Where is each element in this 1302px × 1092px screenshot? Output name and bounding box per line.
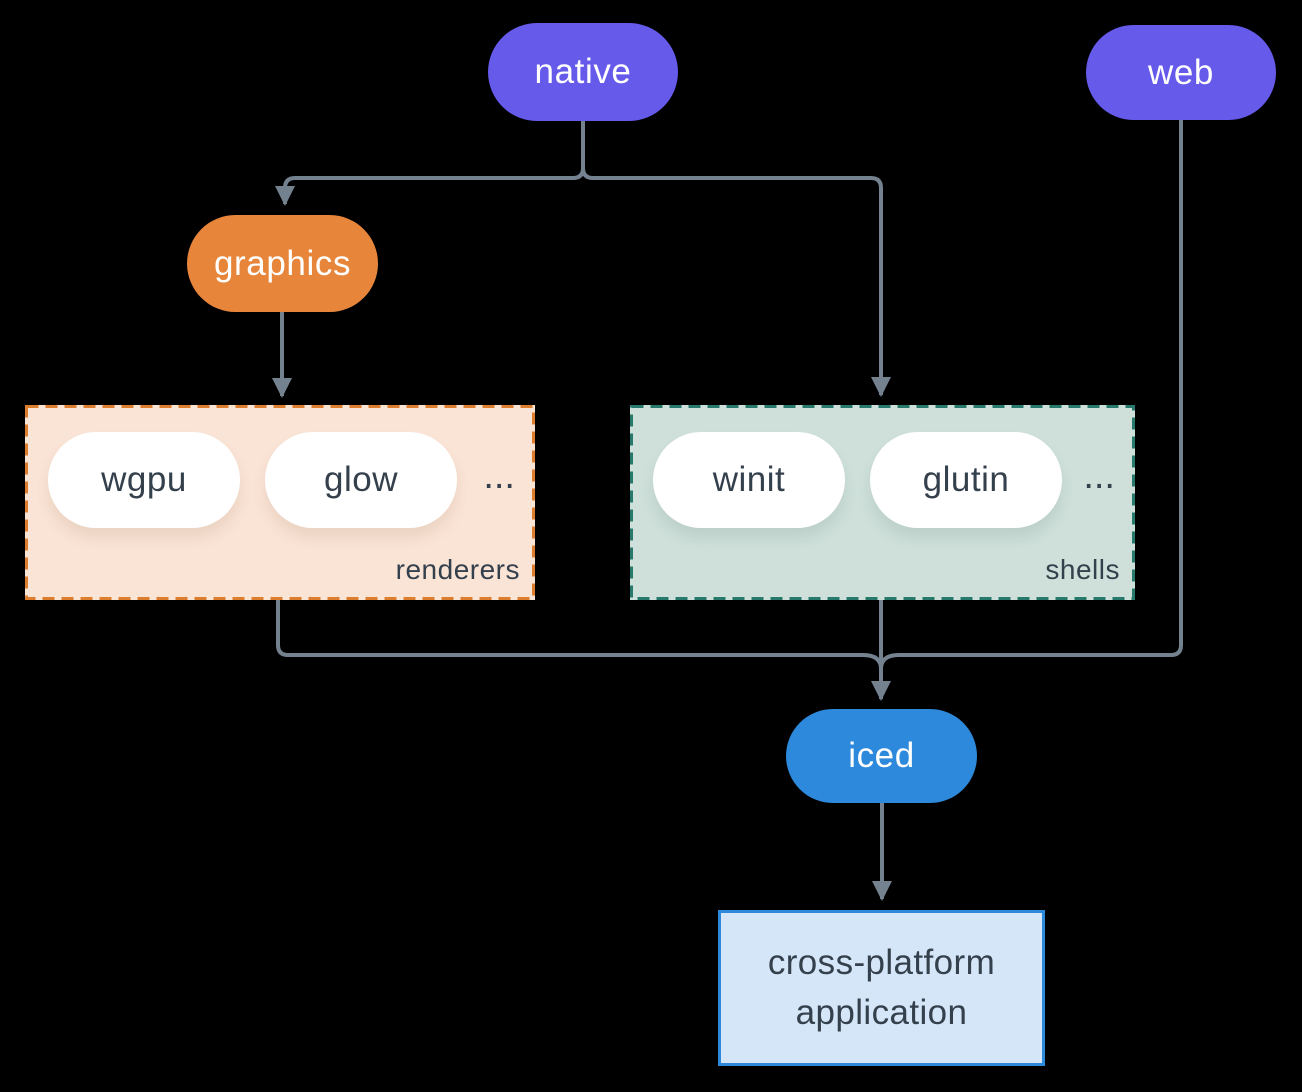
shells-ellipsis: ... [1083, 455, 1115, 497]
node-native: native [488, 23, 678, 121]
node-glutin-label: glutin [922, 460, 1010, 499]
node-glow-label: glow [324, 460, 398, 499]
renderers-dashed-border [25, 405, 535, 600]
node-iced: iced [786, 709, 977, 803]
edge-native-to-shells [581, 121, 891, 397]
node-web: web [1086, 25, 1276, 120]
node-winit-label: winit [712, 460, 786, 499]
node-application-label: cross-platform application [767, 943, 996, 1032]
node-glow: glow [265, 432, 457, 528]
shells-dashed-border [630, 405, 1135, 600]
shells-group-label: shells [1045, 554, 1120, 585]
edge-renderers-to-merge [276, 600, 883, 670]
group-shells: winit glutin ... shells [630, 405, 1135, 600]
renderers-ellipsis: ... [483, 455, 515, 497]
node-wgpu: wgpu [48, 432, 240, 528]
node-winit: winit [653, 432, 845, 528]
node-web-label: web [1147, 52, 1214, 92]
node-graphics-label: graphics [213, 243, 352, 283]
renderers-group-label: renderers [395, 554, 520, 585]
node-iced-label: iced [848, 736, 915, 775]
node-glutin: glutin [870, 432, 1062, 528]
group-renderers: wgpu glow ... renderers [25, 405, 535, 600]
node-native-label: native [534, 52, 632, 91]
edge-web-to-merge [879, 120, 1183, 670]
node-cross-platform-application: cross-platform application [718, 910, 1045, 1066]
edge-native-to-graphics [275, 121, 585, 206]
node-wgpu-label: wgpu [101, 460, 187, 499]
node-graphics: graphics [187, 215, 378, 312]
